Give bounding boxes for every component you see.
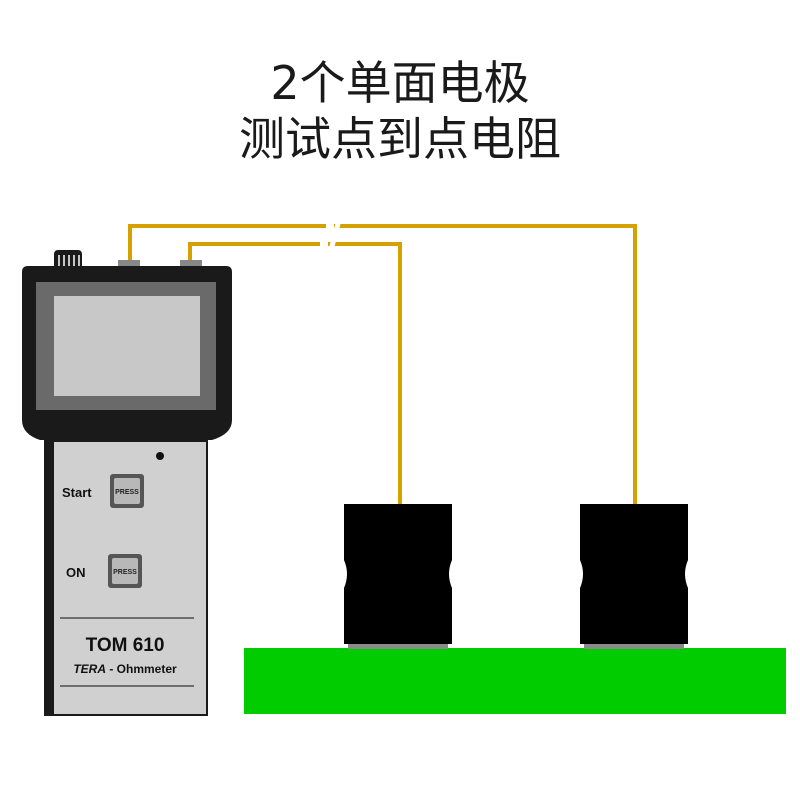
electrode-2 bbox=[580, 504, 688, 649]
screen-display bbox=[54, 296, 200, 396]
wire-long bbox=[128, 224, 326, 264]
start-button-text: PRESS bbox=[115, 489, 139, 496]
start-label: Start bbox=[62, 485, 92, 500]
on-label: ON bbox=[66, 565, 86, 580]
connector-1 bbox=[118, 260, 140, 268]
test-surface bbox=[244, 648, 786, 714]
wires bbox=[128, 224, 637, 506]
wire-short bbox=[188, 242, 320, 264]
start-button[interactable]: PRESS bbox=[110, 474, 144, 508]
meter-type: - Ohmmeter bbox=[106, 662, 177, 676]
wire-break-marks bbox=[320, 219, 342, 251]
model-name: TOM 610 bbox=[86, 635, 165, 656]
on-button[interactable]: PRESS bbox=[108, 554, 142, 588]
led-indicator bbox=[156, 452, 164, 460]
on-button-text: PRESS bbox=[113, 569, 137, 576]
knob-grip bbox=[58, 255, 80, 268]
brand-name: TERA bbox=[73, 662, 106, 676]
diagram-title-line1: 2个单面电极 bbox=[270, 56, 530, 110]
knob-icon[interactable] bbox=[54, 250, 82, 270]
wire-long-continued bbox=[334, 224, 637, 506]
wire-short-continued bbox=[328, 242, 402, 506]
meter-subtitle: TERA - Ohmmeter bbox=[73, 662, 177, 676]
diagram-title-line2: 测试点到点电阻 bbox=[239, 112, 561, 166]
ohmmeter: Start PRESS ON PRESS TOM 610 TERA - Ohmm… bbox=[22, 250, 232, 716]
connector-2 bbox=[180, 260, 202, 268]
electrode-1 bbox=[344, 504, 452, 649]
